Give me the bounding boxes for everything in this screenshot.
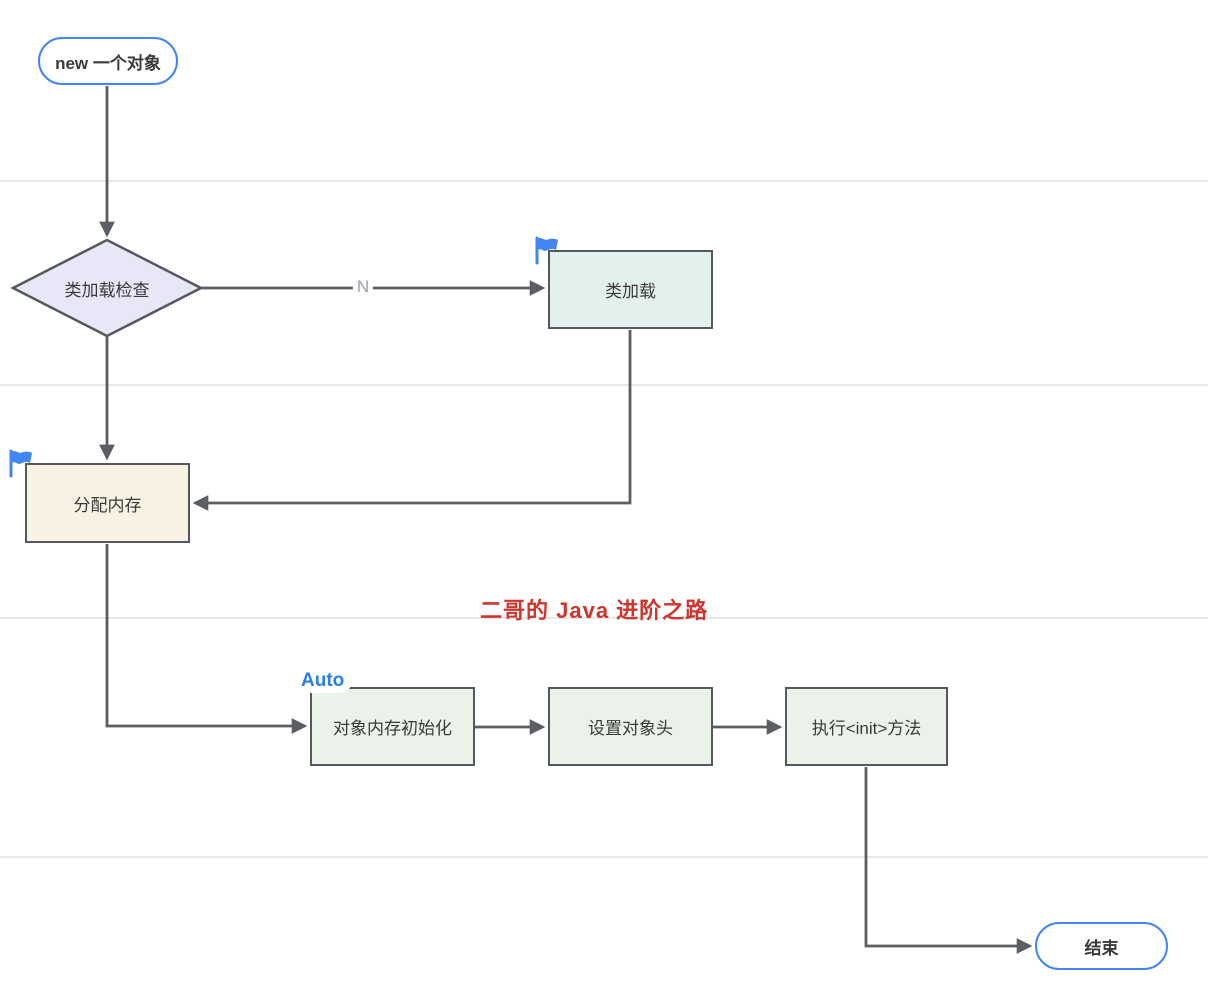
watermark-text: 二哥的 Java 进阶之路: [480, 598, 709, 623]
node-decision-label: 类加载检查: [64, 280, 150, 300]
node-set-header-label: 设置对象头: [588, 719, 673, 738]
flag-icon: [9, 449, 32, 478]
node-end: 结束: [1035, 922, 1168, 970]
node-class-load-label: 类加载: [605, 282, 656, 301]
node-end-label: 结束: [1084, 938, 1119, 958]
edge-label-n: N: [352, 277, 374, 297]
node-init-memory-label: 对象内存初始化: [333, 719, 452, 738]
edge-runinit-to-end: [864, 767, 1033, 954]
gridlines: [0, 180, 1208, 858]
edge-classload-to-alloc: [192, 330, 632, 511]
node-set-header: 设置对象头: [548, 687, 713, 766]
node-start-label: new 一个对象: [55, 53, 161, 73]
node-start: new 一个对象: [38, 37, 178, 85]
connectors: [99, 86, 1033, 954]
edge-alloc-to-init: [105, 544, 308, 734]
node-run-init-label: 执行<init>方法: [811, 719, 922, 738]
auto-badge: Auto: [294, 669, 352, 693]
node-run-init: 执行<init>方法: [785, 687, 948, 766]
node-alloc-memory-label: 分配内存: [73, 495, 142, 515]
node-decision: 类加载检查: [27, 266, 187, 310]
node-alloc-memory: 分配内存: [25, 463, 190, 543]
node-init-memory: 对象内存初始化: [310, 687, 475, 766]
node-class-load: 类加载: [548, 250, 713, 329]
flag-icon: [535, 236, 558, 265]
